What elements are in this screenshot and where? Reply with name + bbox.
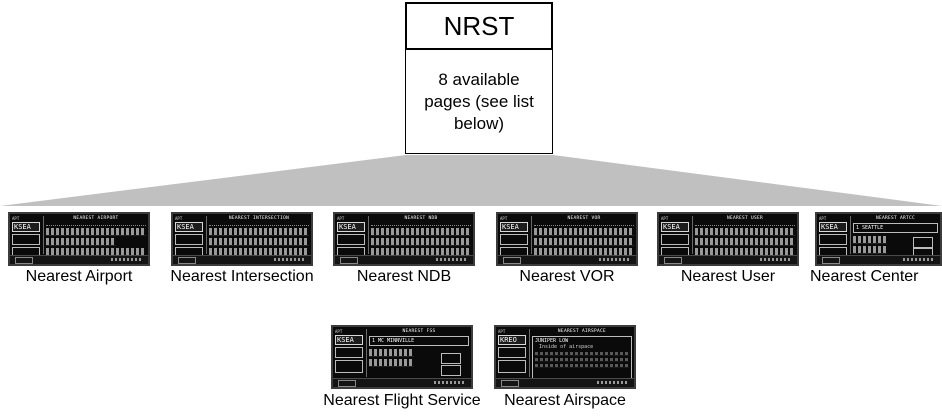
thumbnail-footer <box>498 255 636 264</box>
list-item <box>209 238 309 246</box>
list-item <box>695 238 795 246</box>
nearest-center-label: Nearest Center <box>810 268 919 285</box>
thumbnail-sidebar: APT KSEA <box>661 216 689 258</box>
thumbnail-sidebar: APT KREO <box>498 329 526 377</box>
bearing-readout-box <box>441 353 461 364</box>
list-item <box>371 238 471 246</box>
thumbnail-main: NEAREST NDB <box>368 216 471 264</box>
nrst-key-label: NRST <box>443 10 515 41</box>
nearest-intersection-thumbnail: APT KSEA NEAREST INTERSECTION <box>171 212 313 266</box>
bearing-box <box>337 234 365 245</box>
frequency-line <box>369 359 414 367</box>
airport-ident: KREO <box>498 335 526 345</box>
thumbnail-sidebar: APT KSEA <box>335 329 363 377</box>
list-item <box>695 228 795 236</box>
thumbnail-footer <box>10 255 148 264</box>
thumbnail-sidebar: APT KSEA <box>500 216 528 258</box>
screen-title: NEAREST USER <box>726 216 764 221</box>
nearest-center-thumbnail: APT KSEA NEAREST ARTCC 1 SEATTLE <box>815 212 942 266</box>
thumbnail-footer <box>496 378 634 387</box>
nearest-ndb-label: Nearest NDB <box>356 268 452 285</box>
screen-title: NEAREST INTERSECTION <box>228 216 290 221</box>
fss-name-panel: 1 MC MINNVILLE <box>369 336 469 346</box>
airport-ident: KSEA <box>335 335 363 345</box>
distance-readout-box <box>441 365 461 376</box>
list-item <box>46 228 146 236</box>
bearing-box <box>175 234 203 245</box>
thumbnail-footer <box>659 255 797 264</box>
bearing-box <box>661 234 689 245</box>
thumbnail-main: NEAREST AIRPORT <box>43 216 146 264</box>
list-item <box>209 228 309 236</box>
nearest-intersection-label: Nearest Intersection <box>170 268 314 285</box>
screen-title: NEAREST VOR <box>567 216 601 221</box>
thumbnail-main: NEAREST USER <box>692 216 795 264</box>
bearing-box <box>819 234 847 245</box>
bearing-box <box>500 234 528 245</box>
available-pages-text: 8 available pages (see list below) <box>424 69 534 133</box>
list-item <box>534 238 634 246</box>
thumbnail-footer <box>817 255 940 264</box>
screen-title: NEAREST ARTCC <box>875 216 916 221</box>
frequency-line <box>853 246 887 254</box>
screen-title: NEAREST AIRSPACE <box>557 329 607 334</box>
thumbnail-main: NEAREST VOR <box>531 216 634 264</box>
nearest-user-label: Nearest User <box>680 268 776 285</box>
thumbnail-main: NEAREST INTERSECTION <box>206 216 309 264</box>
list-item <box>46 238 116 246</box>
airport-ident: KSEA <box>661 222 689 232</box>
nearest-flight-service-thumbnail: APT KSEA NEAREST FSS 1 MC MINNVILLE <box>331 325 473 389</box>
list-item <box>371 228 471 236</box>
airport-ident: KSEA <box>337 222 365 232</box>
bearing-box <box>498 347 526 358</box>
thumbnail-footer <box>333 378 471 387</box>
fan-shape <box>0 155 942 206</box>
nearest-ndb-thumbnail: APT KSEA NEAREST NDB <box>333 212 475 266</box>
frequency-line <box>369 349 414 357</box>
screen-title: NEAREST FSS <box>402 329 436 334</box>
thumbnail-sidebar: APT KSEA <box>12 216 40 258</box>
nearest-vor-thumbnail: APT KSEA NEAREST VOR <box>496 212 638 266</box>
bearing-box <box>12 234 40 245</box>
thumbnail-footer <box>173 255 311 264</box>
nearest-user-thumbnail: APT KSEA NEAREST USER <box>657 212 799 266</box>
artcc-name-panel: 1 SEATTLE <box>853 223 938 233</box>
thumbnail-main: NEAREST ARTCC 1 SEATTLE <box>850 216 938 259</box>
bearing-readout-box <box>913 237 933 248</box>
airspace-name: JUNIPER LOW <box>535 338 569 344</box>
airport-ident: KSEA <box>819 222 847 232</box>
nearest-airspace-thumbnail: APT KREO NEAREST AIRSPACE JUNIPER LOW In… <box>494 325 636 389</box>
nearest-airport-thumbnail: APT KSEA NEAREST AIRPORT <box>8 212 150 266</box>
thumbnail-sidebar: APT KSEA <box>337 216 365 258</box>
list-item <box>534 228 634 236</box>
distance-box <box>335 360 363 373</box>
nearest-vor-label: Nearest VOR <box>519 268 615 285</box>
airspace-panel: JUNIPER LOW Inside of airspace <box>532 336 632 380</box>
airport-ident: KSEA <box>175 222 203 232</box>
screen-title: NEAREST NDB <box>404 216 438 221</box>
screen-title: NEAREST AIRPORT <box>73 216 119 221</box>
nrst-key-box: NRST <box>405 2 553 50</box>
thumbnail-main: NEAREST FSS 1 MC MINNVILLE <box>366 329 469 377</box>
airport-ident: KSEA <box>12 222 40 232</box>
bearing-box <box>335 347 363 358</box>
airport-ident: KSEA <box>500 222 528 232</box>
thumbnail-footer <box>335 255 473 264</box>
distance-box <box>498 360 526 373</box>
thumbnail-sidebar: APT KSEA <box>819 216 847 258</box>
nearest-flight-service-label: Nearest Flight Service <box>323 392 481 409</box>
thumbnail-main: NEAREST AIRSPACE JUNIPER LOW Inside of a… <box>529 329 632 380</box>
available-pages-description: 8 available pages (see list below) <box>405 50 553 154</box>
airspace-status: Inside of airspace <box>539 344 594 350</box>
nearest-airport-label: Nearest Airport <box>25 268 133 285</box>
frequency-line <box>853 236 887 244</box>
nearest-airspace-label: Nearest Airspace <box>504 392 626 409</box>
thumbnail-sidebar: APT KSEA <box>175 216 203 258</box>
